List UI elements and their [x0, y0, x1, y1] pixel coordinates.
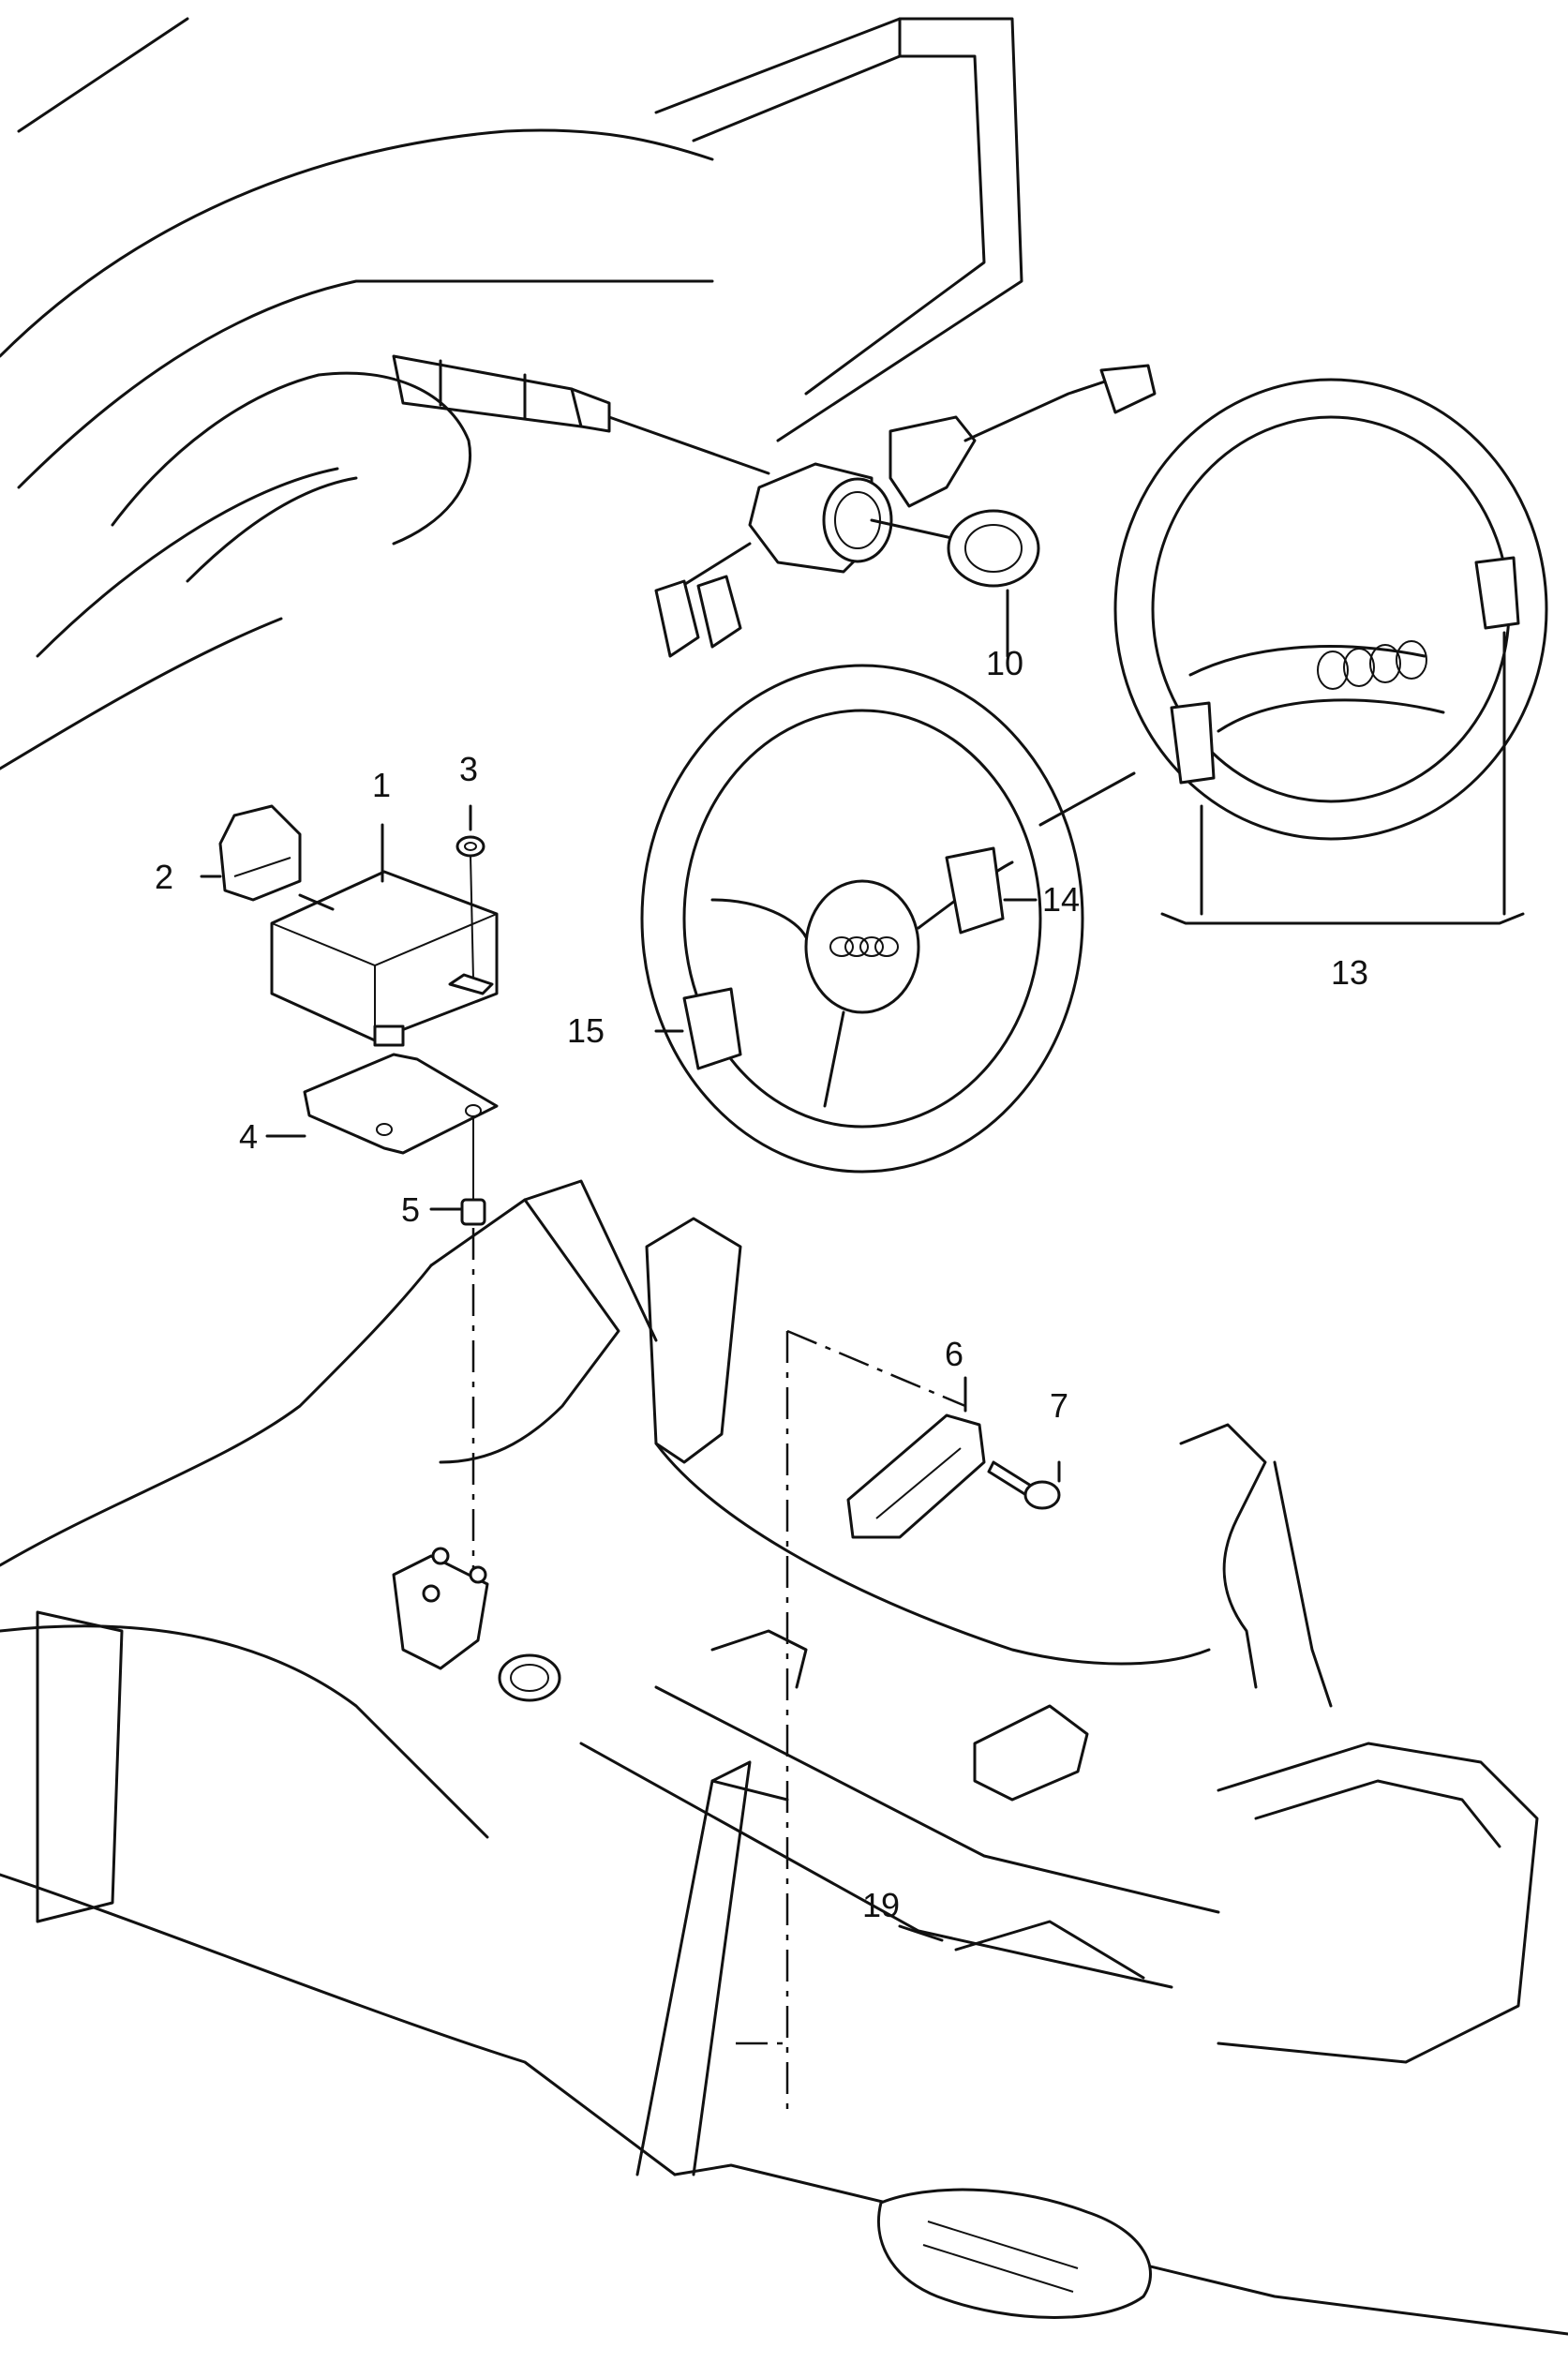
steering-wheel-rear: [1038, 378, 1548, 925]
callout-5: 5: [401, 1190, 420, 1229]
reference-lines: [471, 1228, 966, 2109]
callout-labels: 1 2 3 4 5 6 7 10 13 14 15 19: [155, 644, 1368, 1924]
callout-3: 3: [459, 750, 478, 788]
callout-2: 2: [155, 858, 173, 896]
callout-13: 13: [1331, 953, 1368, 992]
callout-6: 6: [945, 1335, 963, 1373]
floor-pan-illustration: [0, 1179, 1568, 2336]
column-switch-part: [607, 364, 1157, 658]
sensor-group: [846, 1376, 1061, 1539]
steering-wheel-front: [640, 664, 1084, 1174]
callout-4: 4: [239, 1117, 258, 1156]
callout-7: 7: [1050, 1386, 1068, 1425]
dashboard-illustration: [0, 17, 1023, 770]
control-unit-group: [200, 804, 499, 1226]
callout-14: 14: [1042, 880, 1080, 919]
callout-19: 19: [862, 1886, 900, 1924]
callout-15: 15: [567, 1011, 605, 1050]
callout-10: 10: [986, 644, 1023, 682]
callout-1: 1: [372, 766, 391, 804]
